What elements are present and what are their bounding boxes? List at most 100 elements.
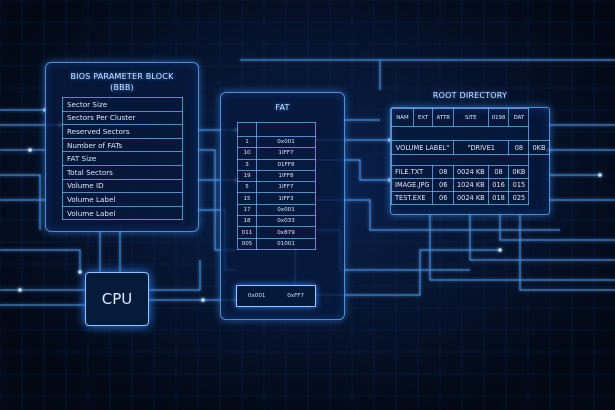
- glow-node: [18, 288, 22, 292]
- file-cell: 018: [487, 191, 510, 205]
- file-cell: 015: [508, 178, 530, 192]
- fat-entry: 0x033: [256, 215, 316, 228]
- bpb-row: Number of FATs: [62, 137, 183, 153]
- fat-index: 15: [237, 192, 257, 205]
- file-cell: IMAGE.JPG: [390, 178, 434, 192]
- column-header: DAT: [508, 108, 530, 127]
- fat-entry: 1IFF7: [256, 147, 316, 160]
- fat-entry: 01001: [256, 237, 316, 250]
- cluster-value-2: 0xFF7: [287, 293, 305, 299]
- bpb-field: Volume ID: [62, 178, 183, 194]
- fat-entry: 0x001: [256, 203, 316, 217]
- fat-index: 5: [237, 181, 257, 194]
- fat-entry: 0x879: [256, 226, 316, 239]
- fat-cluster-box: 0x001 0xFF7: [236, 285, 316, 307]
- fat-index: 011: [237, 226, 257, 239]
- circuit-trace: [429, 213, 615, 281]
- glow-node: [598, 173, 602, 177]
- glow-node: [78, 270, 82, 274]
- fat-index: 10: [237, 147, 257, 160]
- circuit-trace: [0, 249, 81, 272]
- blank-cell: [390, 126, 530, 141]
- volume-cell: 08: [508, 140, 530, 155]
- bpb-row: Total Sectors: [62, 164, 183, 180]
- bpb-row: Volume ID: [62, 178, 183, 194]
- circuit-trace: [0, 174, 41, 230]
- bpb-row: FAT Size: [62, 151, 183, 166]
- cluster-value-1: 0x001: [247, 293, 266, 299]
- bpb-field: Number of FATs: [62, 137, 183, 153]
- root-directory-title: ROOT DIRECTORY: [432, 91, 508, 100]
- blank-cell: [390, 154, 530, 166]
- file-cell: 0024 KB: [452, 165, 489, 179]
- fat-entry: 1IFF7: [256, 181, 316, 194]
- volume-cell: 0KB: [528, 140, 550, 155]
- bpb-title: BIOS PARAMETER BLOCK: [70, 72, 174, 81]
- bpb-row: Sectors Per Cluster: [62, 110, 183, 126]
- circuit-trace: [519, 213, 615, 291]
- bpb-field: Volume Label: [62, 192, 183, 207]
- file-cell: 1024 KB: [452, 178, 489, 192]
- file-cell: TEST.EXE: [390, 191, 434, 205]
- column-header: 0198: [487, 108, 510, 127]
- column-header: ATTR: [432, 108, 454, 127]
- bpb-field: Reserved Sectors: [62, 124, 183, 139]
- column-header: SITE: [452, 108, 489, 127]
- file-cell: 08: [487, 165, 510, 179]
- fat-entry: 0x001: [256, 135, 316, 149]
- blank-row: [390, 126, 550, 141]
- glow-node: [201, 298, 205, 302]
- blank-row: [390, 154, 550, 166]
- fat-entry: 1IFF3: [256, 192, 316, 205]
- fat-entry: 1IFF8: [256, 169, 316, 183]
- cpu-chip: CPU: [85, 272, 149, 326]
- file-cell: FILE.TXT: [390, 165, 434, 179]
- bpb-field: Total Sectors: [62, 164, 183, 180]
- file-cell: 06: [432, 178, 454, 192]
- file-cell: 0024 KB: [452, 191, 489, 205]
- circuit-trace: [147, 260, 201, 291]
- fat-title: FAT: [275, 103, 290, 112]
- circuit-trace: [315, 249, 500, 296]
- glow-node: [498, 248, 502, 252]
- column-header: EXT: [412, 108, 434, 127]
- circuit-trace: [499, 213, 615, 241]
- fat-index: 1: [237, 135, 257, 149]
- file-cell: 025: [508, 191, 530, 205]
- bpb-row: Sector Size: [62, 97, 183, 112]
- fat-entry: 01FF8: [256, 158, 316, 171]
- bpb-field: FAT Size: [62, 151, 183, 166]
- fat-index: 18: [237, 215, 257, 228]
- fat-index: 3: [237, 158, 257, 171]
- bpb-row: Volume Label: [62, 192, 183, 207]
- fat-index: 19: [237, 169, 257, 183]
- file-cell: 08: [432, 165, 454, 179]
- file-cell: 016: [487, 178, 510, 192]
- bpb-subtitle: (BBB): [110, 83, 134, 92]
- bpb-row: Reserved Sectors: [62, 124, 183, 139]
- volume-cell: "DRIVE1: [452, 140, 510, 155]
- circuit-trace: [469, 213, 615, 261]
- bpb-row: Volume Label: [62, 205, 183, 221]
- bpb-field: Volume Label: [62, 205, 183, 221]
- fat-index: 005: [237, 237, 257, 250]
- circuit-trace: [240, 59, 381, 90]
